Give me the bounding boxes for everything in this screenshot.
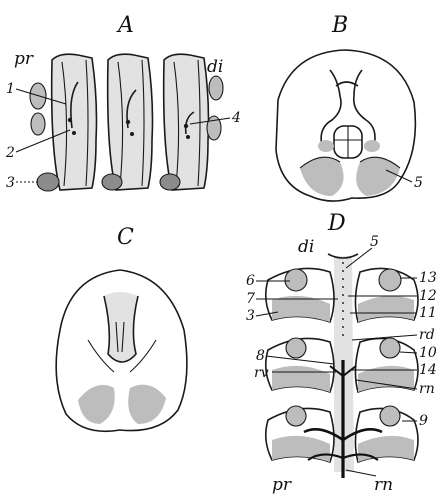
panel-d-label-13: 13 [419,270,437,286]
panel-d-label-pr: pr [272,475,292,495]
panel-a-label-1: 1 [6,81,15,97]
panel-a-label-2: 2 [5,145,15,161]
panel-d-label-rn-2: rn [374,475,393,495]
panel-d-label-rn-1: rn [419,381,435,397]
panel-c: C [56,225,187,431]
panel-d-label-10: 10 [419,345,437,361]
panel-a-label-3: 3 [6,175,15,191]
panel-d-letter: D [327,211,346,236]
panel-d-label-6: 6 [246,273,255,289]
panel-b-label-5: 5 [414,175,423,191]
panel-d-label-11: 11 [419,305,437,321]
panel-a-label-di: di [207,57,223,77]
panel-d-label-5: 5 [370,234,379,250]
panel-a-label-pr: pr [14,49,34,69]
panel-d-label-3: 3 [246,308,255,324]
panel-d-label-8: 8 [256,348,265,364]
panel-a: A pr di [5,13,241,191]
panel-b-letter: B [331,13,348,38]
panel-d-label-rd: rd [419,327,435,343]
panel-a-segment-1 [30,54,97,191]
panel-d-label-9: 9 [419,413,428,429]
panel-d-label-7: 7 [246,291,255,307]
panel-d-label-12: 12 [419,288,437,304]
panel-d: D di [246,211,437,495]
panel-c-letter: C [117,225,134,250]
panel-d-label-14: 14 [419,362,437,378]
panel-a-label-4: 4 [231,110,241,126]
panel-b: B 5 [276,13,423,201]
panel-d-label-di: di [298,237,314,257]
panel-d-label-rv: rv [254,365,269,381]
panel-a-letter: A [116,13,134,38]
panel-a-segment-2 [102,54,153,190]
